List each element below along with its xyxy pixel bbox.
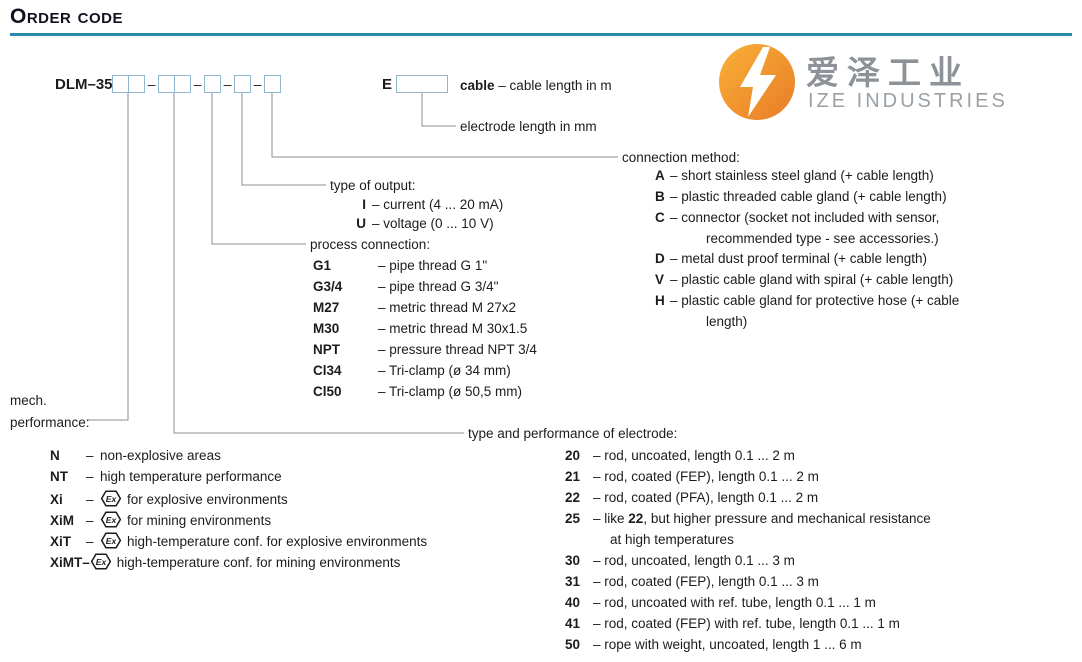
- code-box-electrode-length: [396, 75, 448, 93]
- list-item: 50– rope with weight, uncoated, length 1…: [565, 637, 862, 652]
- ex-atex-icon: Ex: [100, 511, 122, 531]
- ex-atex-icon: Ex: [100, 532, 122, 552]
- ex-atex-icon: Ex: [100, 490, 122, 510]
- list-item: H– plastic cable gland for protective ho…: [655, 293, 960, 308]
- cable-label: cable – cable length in m: [460, 78, 612, 93]
- logo-latin-text: IZE INDUSTRIES: [808, 90, 1008, 112]
- page-title: Order code: [10, 5, 124, 28]
- code-cell: [128, 75, 145, 93]
- mech-performance-title-line1: mech.: [10, 393, 47, 408]
- list-item: G3/4– pipe thread G 3/4": [313, 279, 499, 294]
- list-item: B– plastic threaded cable gland (+ cable…: [655, 189, 947, 204]
- electrode-length-prefix: E: [382, 76, 393, 93]
- list-item-continuation: at high temperatures: [610, 532, 734, 547]
- code-box-connection-method: [264, 75, 281, 93]
- svg-text:Ex: Ex: [96, 557, 108, 567]
- list-item: V– plastic cable gland with spiral (+ ca…: [655, 272, 954, 287]
- list-item-continuation: recommended type - see accessories.): [706, 231, 939, 246]
- list-item: N–non-explosive areas: [50, 448, 221, 463]
- line-output-type: [241, 93, 326, 186]
- connection-method-title: connection method:: [622, 150, 740, 165]
- list-item: 22– rod, coated (PFA), length 0.1 ... 2 …: [565, 490, 819, 505]
- list-item: NPT– pressure thread NPT 3/4: [313, 342, 537, 357]
- logo-cjk-text: 爱泽工业: [806, 54, 970, 91]
- list-item: 31– rod, coated (FEP), length 0.1 ... 3 …: [565, 574, 819, 589]
- line-mech-performance: [88, 93, 129, 421]
- list-item: M27– metric thread M 27x2: [313, 300, 517, 315]
- list-item: 20– rod, uncoated, length 0.1 ... 2 m: [565, 448, 795, 463]
- model-prefix: DLM–35: [55, 76, 113, 93]
- list-item: U– voltage (0 ... 10 V): [356, 216, 494, 231]
- output-type-title: type of output:: [330, 178, 416, 193]
- code-box-process-connection: [204, 75, 221, 93]
- ize-logo-icon: [719, 44, 795, 120]
- list-item: G1– pipe thread G 1": [313, 258, 488, 273]
- list-item: D– metal dust proof terminal (+ cable le…: [655, 251, 928, 266]
- code-cell: [112, 75, 129, 93]
- code-dash: –: [193, 76, 202, 92]
- code-dash: –: [147, 76, 156, 92]
- list-item: 30– rod, uncoated, length 0.1 ... 3 m: [565, 553, 795, 568]
- process-connection-title: process connection:: [310, 237, 431, 252]
- list-item: 41– rod, coated (FEP) with ref. tube, le…: [565, 616, 900, 631]
- list-item: Cl50– Tri-clamp (ø 50,5 mm): [313, 384, 523, 399]
- list-item-continuation: length): [706, 314, 748, 329]
- code-box-electrode-type: [158, 75, 191, 93]
- cable-key: cable: [460, 78, 495, 93]
- svg-text:Ex: Ex: [106, 515, 118, 525]
- list-item: M30– metric thread M 30x1.5: [313, 321, 528, 336]
- cable-desc: – cable length in m: [498, 78, 612, 93]
- list-item: A– short stainless steel gland (+ cable …: [655, 168, 934, 183]
- code-box-output-type: [234, 75, 251, 93]
- list-item: NT–high temperature performance: [50, 469, 282, 484]
- electrode-title: type and performance of electrode:: [468, 426, 678, 441]
- ex-atex-icon: Ex: [90, 553, 112, 573]
- list-item: 21– rod, coated (FEP), length 0.1 ... 2 …: [565, 469, 819, 484]
- code-dash: –: [223, 76, 232, 92]
- list-item: 40– rod, uncoated with ref. tube, length…: [565, 595, 876, 610]
- list-item: C– connector (socket not included with s…: [655, 210, 940, 225]
- code-box-mech-performance: [112, 75, 145, 93]
- line-electrode-length: [421, 93, 456, 127]
- code-dash: –: [253, 76, 262, 92]
- svg-text:Ex: Ex: [106, 494, 118, 504]
- electrode-length-note: electrode length in mm: [460, 119, 597, 134]
- line-process-connection: [211, 93, 306, 245]
- code-cell: [174, 75, 191, 93]
- ize-logo: [717, 42, 797, 125]
- title-rule: [10, 33, 1072, 36]
- list-item: Cl34– Tri-clamp (ø 34 mm): [313, 363, 511, 378]
- svg-text:Ex: Ex: [106, 536, 118, 546]
- list-item: I– current (4 ... 20 mA): [362, 197, 504, 212]
- mech-performance-title-line2: performance:: [10, 415, 90, 430]
- code-cell: [158, 75, 175, 93]
- list-item: 25– like 22, but higher pressure and mec…: [565, 511, 931, 526]
